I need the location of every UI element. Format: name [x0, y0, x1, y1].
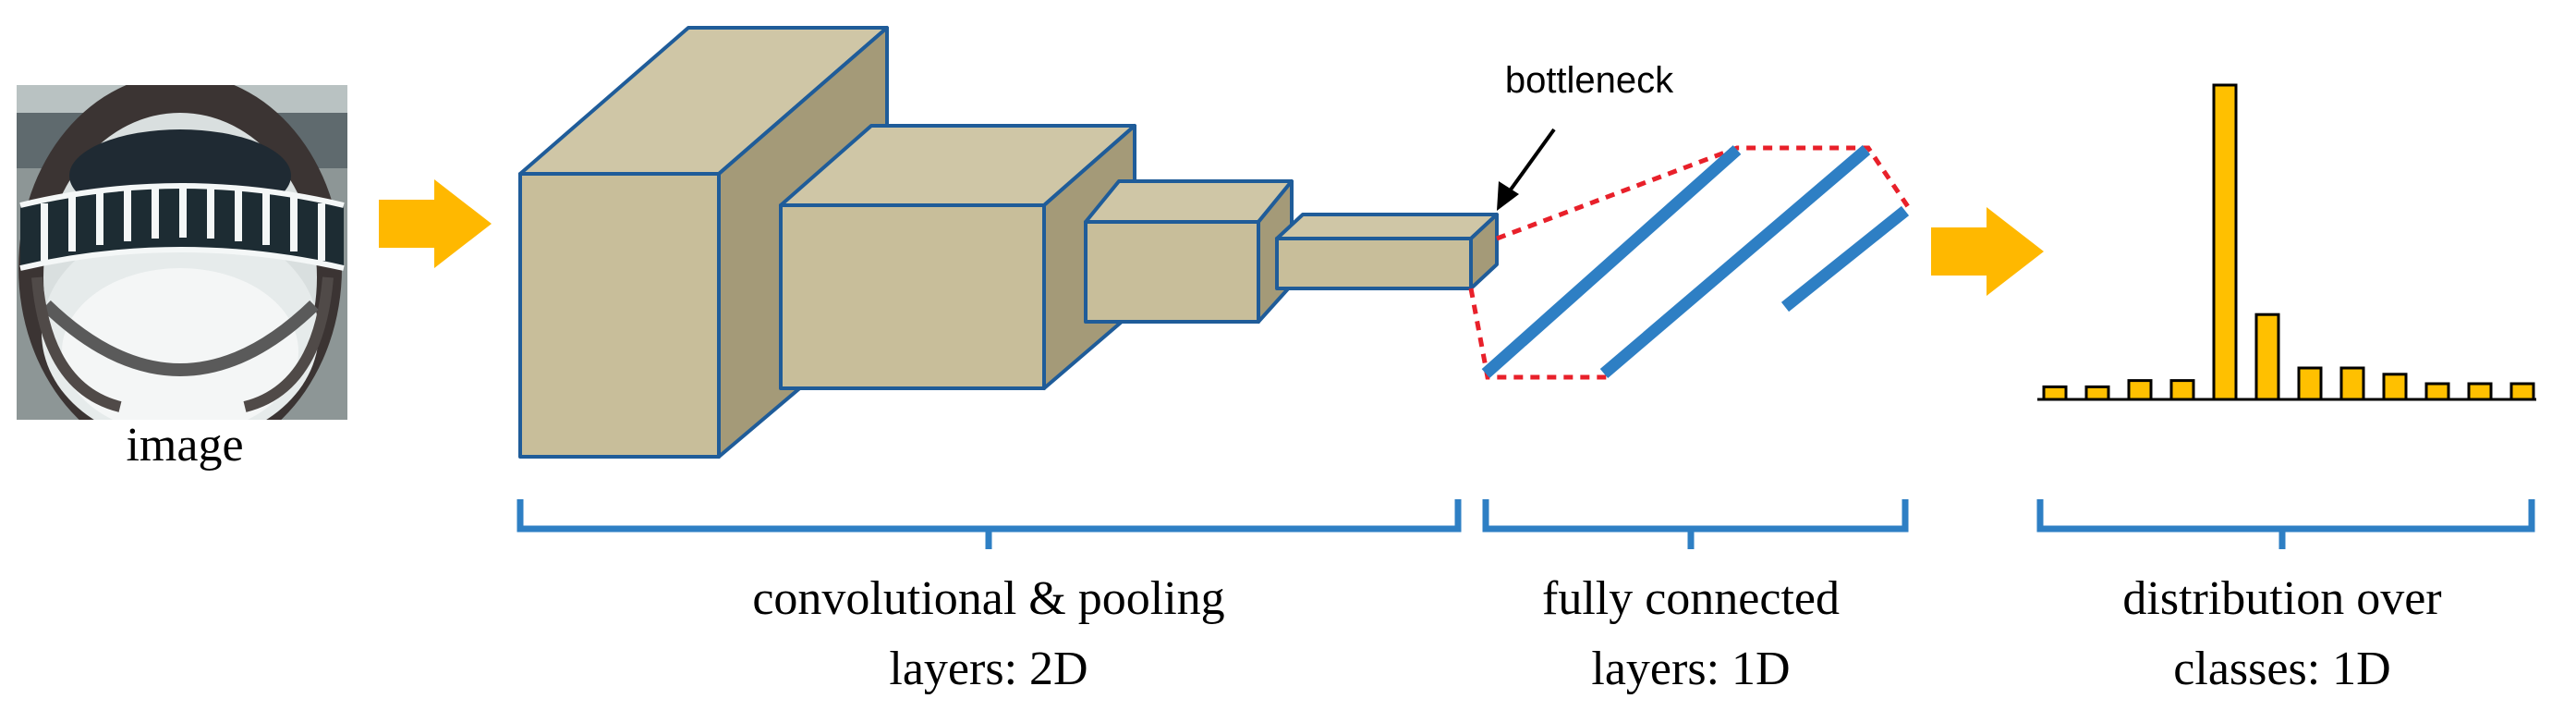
- fc-caption-line1: fully connected: [1542, 572, 1840, 625]
- bottleneck-label: bottleneck: [1505, 60, 1674, 101]
- brace-conv: [516, 499, 1462, 549]
- distribution-bar: [2509, 382, 2535, 401]
- input-image: [17, 85, 347, 420]
- distribution-bar: [2042, 385, 2068, 401]
- fc-outline: [1468, 145, 1914, 380]
- distribution-bar: [2467, 382, 2493, 401]
- fc-caption-line2: layers: 1D: [1591, 643, 1790, 695]
- distribution-bar: [2297, 366, 2323, 401]
- distribution-bar: [2382, 373, 2408, 401]
- dist-caption-line2: classes: 1D: [2173, 643, 2390, 695]
- brace-dist: [2036, 499, 2535, 549]
- brace-fc: [1482, 499, 1909, 549]
- arrow-right-icon: [1931, 207, 2044, 296]
- distribution-bar: [2212, 83, 2238, 401]
- distribution-chart: [2037, 83, 2536, 401]
- conv-caption-line1: convolutional & pooling: [752, 572, 1224, 625]
- arrow-right-icon: [379, 179, 492, 268]
- distribution-bar: [2254, 312, 2280, 401]
- conv-caption-line2: layers: 2D: [889, 643, 1088, 695]
- conv-box-3: [1084, 179, 1294, 324]
- distribution-bar: [2084, 385, 2110, 401]
- image-label: image: [126, 419, 243, 472]
- distribution-bar: [2424, 382, 2450, 401]
- distribution-bar: [2339, 366, 2365, 401]
- distribution-bar: [2127, 379, 2153, 401]
- conv-box-4: [1275, 213, 1499, 290]
- bottleneck-pointer: [1497, 128, 1556, 211]
- distribution-bar: [2169, 379, 2195, 401]
- conv-box-2: [779, 124, 1136, 390]
- fc-layers: [1481, 145, 1910, 378]
- dist-caption-line1: distribution over: [2122, 572, 2441, 625]
